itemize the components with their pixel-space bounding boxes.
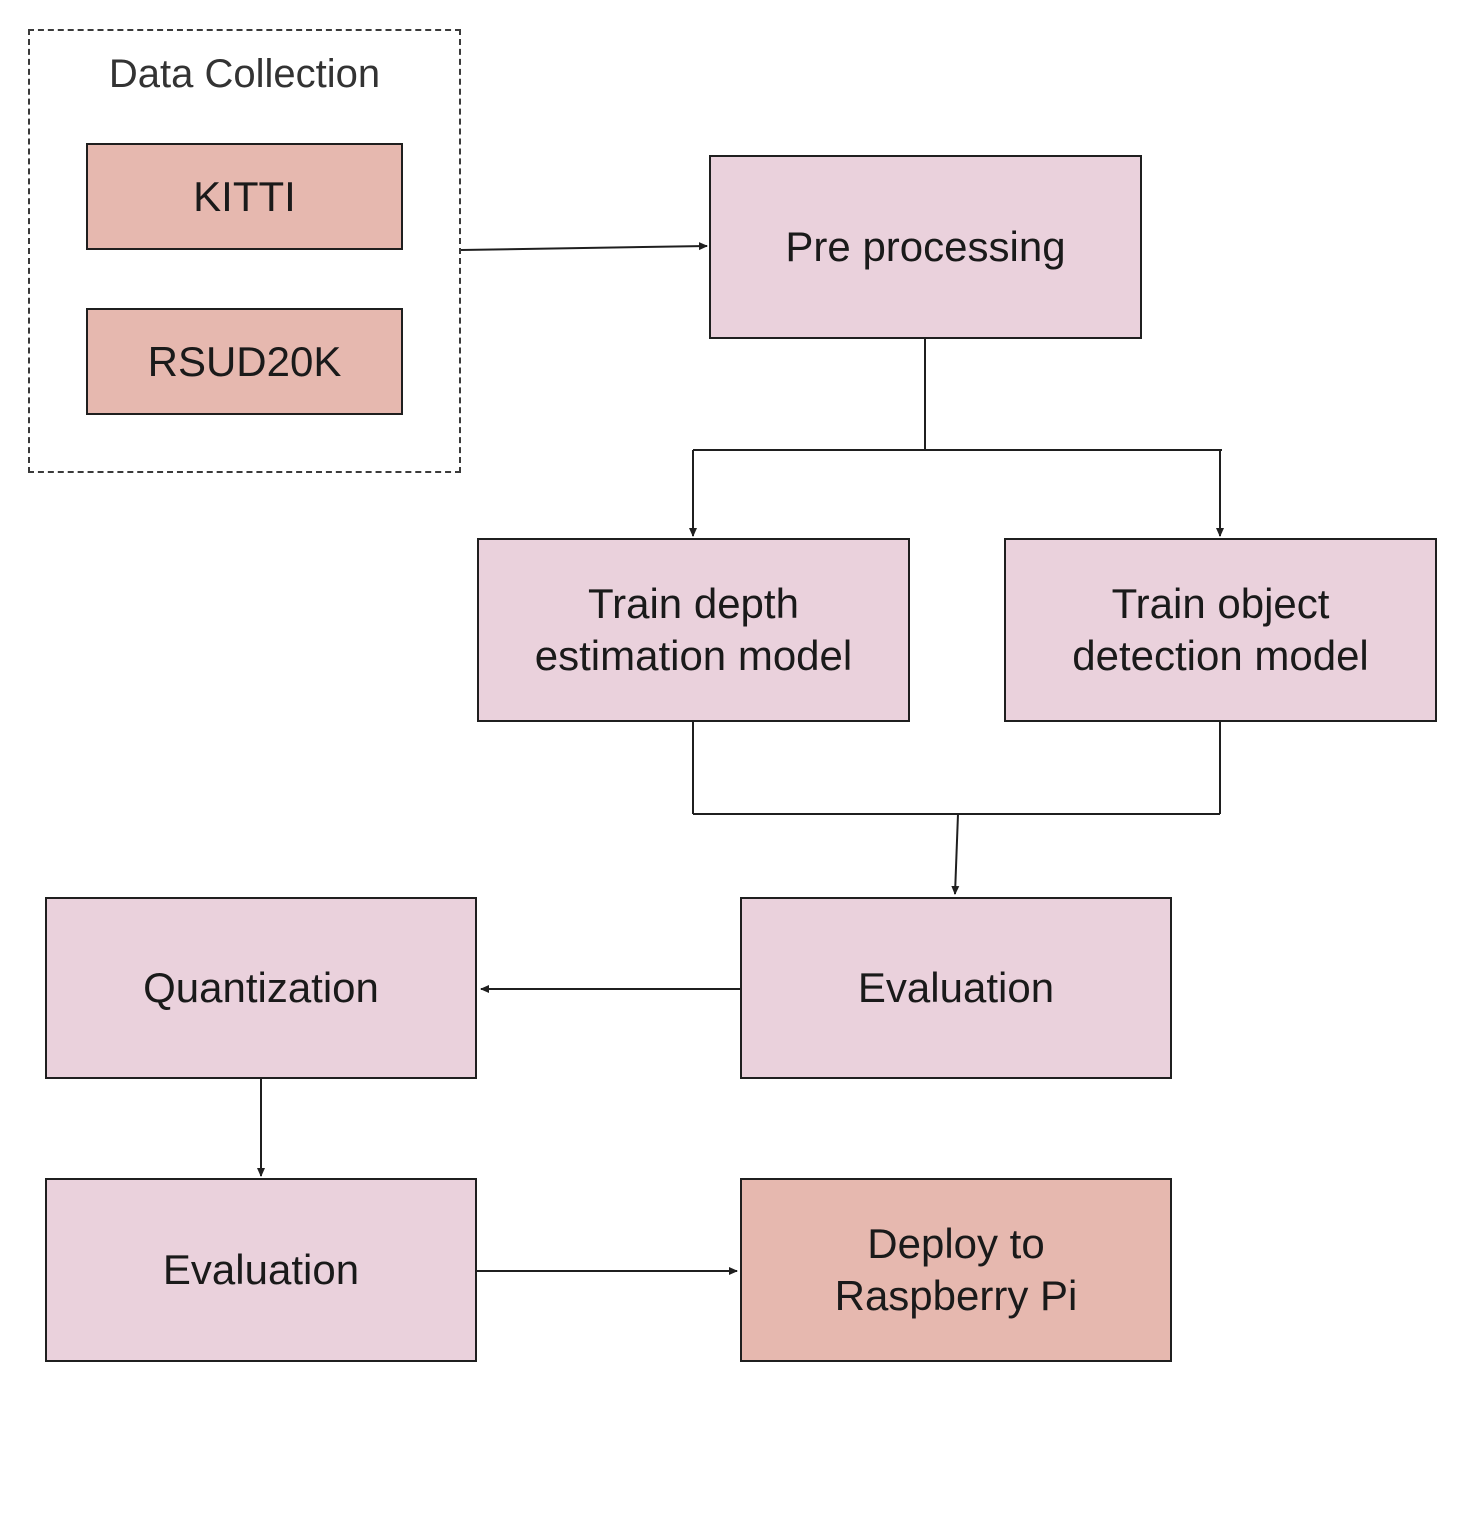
quantization-node[interactable]: Quantization bbox=[45, 897, 477, 1079]
train-object-label: Train object detection model bbox=[1072, 580, 1369, 679]
kitti-label: KITTI bbox=[193, 172, 296, 220]
train-object-node[interactable]: Train object detection model bbox=[1004, 538, 1437, 722]
train-depth-label: Train depth estimation model bbox=[534, 580, 853, 679]
edge-to-evaluation-1 bbox=[951, 813, 960, 895]
quantization-label: Quantization bbox=[143, 964, 379, 1011]
kitti-node[interactable]: KITTI bbox=[86, 143, 403, 250]
data-collection-title: Data Collection bbox=[108, 52, 381, 96]
evaluation-2-label: Evaluation bbox=[162, 1246, 360, 1293]
evaluation-node-2[interactable]: Evaluation bbox=[45, 1178, 477, 1362]
evaluation-node-1[interactable]: Evaluation bbox=[740, 897, 1172, 1079]
preprocessing-node[interactable]: Pre processing bbox=[709, 155, 1142, 339]
rsud20k-label: RSUD20K bbox=[147, 337, 342, 385]
train-depth-node[interactable]: Train depth estimation model bbox=[477, 538, 910, 722]
deploy-label: Deploy to Raspberry Pi bbox=[834, 1220, 1078, 1319]
data-collection-group bbox=[28, 29, 461, 473]
preprocessing-label: Pre processing bbox=[785, 223, 1066, 270]
rsud20k-node[interactable]: RSUD20K bbox=[86, 308, 403, 415]
evaluation-1-label: Evaluation bbox=[857, 964, 1055, 1011]
edge-data-to-preprocessing bbox=[460, 242, 708, 251]
deploy-node[interactable]: Deploy to Raspberry Pi bbox=[740, 1178, 1172, 1362]
